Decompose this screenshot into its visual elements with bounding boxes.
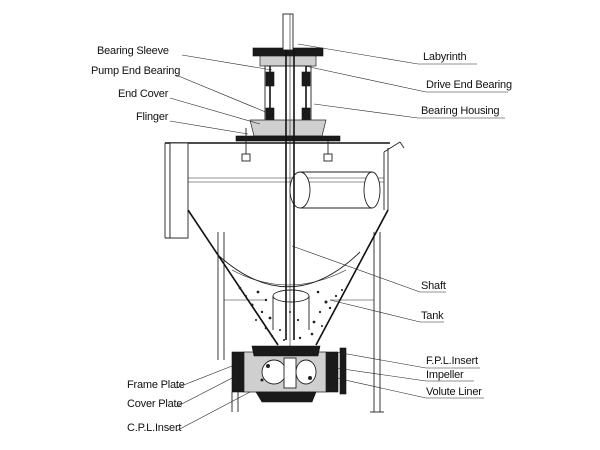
leader-lines	[169, 43, 508, 432]
shaft	[282, 13, 295, 360]
label-tank: Tank	[421, 310, 444, 322]
label-fpl-insert: F.P.L.Insert	[426, 355, 478, 367]
label-bearing-sleeve: Bearing Sleeve	[97, 45, 169, 57]
label-cover-plate: Cover Plate	[127, 398, 182, 410]
pump-casing	[231, 345, 347, 403]
label-drive-end-bearing: Drive End Bearing	[426, 79, 512, 91]
label-impeller: Impeller	[426, 369, 464, 381]
label-flinger: Flinger	[136, 111, 169, 123]
label-bearing-housing: Bearing Housing	[421, 105, 499, 117]
labels: Bearing Sleeve Pump End Bearing End Cove…	[91, 45, 512, 434]
label-labyrinth: Labyrinth	[423, 51, 467, 63]
label-volute-liner: Volute Liner	[426, 386, 482, 398]
label-cpl-insert: C.P.L.Insert	[127, 422, 181, 434]
support-frame	[217, 232, 384, 413]
bearing-assembly	[235, 47, 341, 162]
label-shaft: Shaft	[421, 280, 446, 292]
label-pump-end-bearing: Pump End Bearing	[91, 65, 180, 77]
tank-body	[164, 141, 405, 346]
label-frame-plate: Frame Plate	[127, 379, 185, 391]
label-end-cover: End Cover	[118, 88, 169, 100]
slurry-particles	[238, 286, 343, 341]
